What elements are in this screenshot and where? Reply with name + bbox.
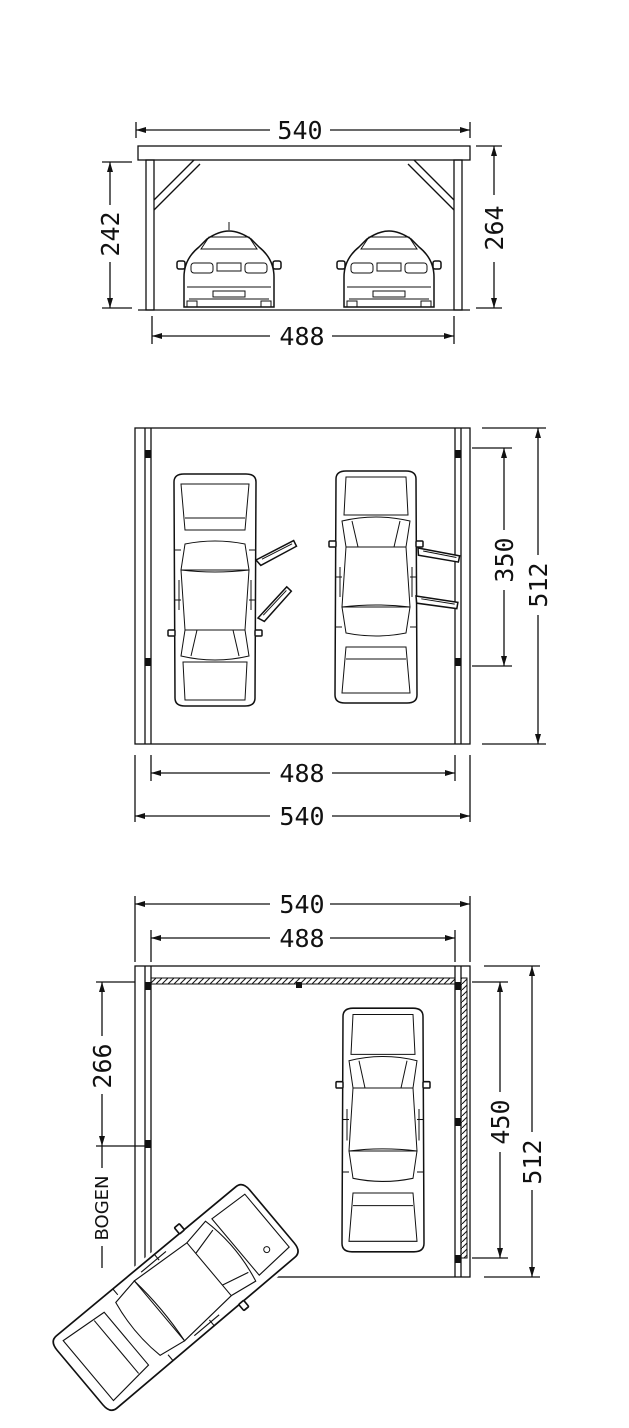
plan2-width-inner-dimension: 488 xyxy=(150,924,456,962)
plan1-door-left-2 xyxy=(250,585,299,625)
front-width-inner-label: 488 xyxy=(279,322,324,351)
plan2-width-inner-label: 488 xyxy=(279,924,324,953)
plan1-car-left xyxy=(167,473,263,707)
plan1-width-inner-dimension: 488 xyxy=(150,755,456,788)
front-car-left xyxy=(176,230,282,308)
roof-beam xyxy=(137,145,471,161)
front-width-total-label: 540 xyxy=(277,116,322,145)
back-wall xyxy=(150,977,456,985)
plan1-width-inner-label: 488 xyxy=(279,759,324,788)
front-inner-width-dimension: 488 xyxy=(151,316,455,351)
plan2-depth-inner-dimension: 450 xyxy=(472,981,515,1259)
plan1-depth-total-dimension: 512 xyxy=(482,427,553,745)
plan2-width-total-label: 540 xyxy=(279,890,324,919)
plan-view-arch: 540 488 xyxy=(44,890,547,1420)
plan2-depth-inner-label: 450 xyxy=(486,1099,515,1144)
front-total-width-dimension: 540 xyxy=(135,116,471,145)
front-view: 540 242 xyxy=(96,116,509,351)
front-height-left-label: 242 xyxy=(96,211,125,256)
plan-view-doors: 350 512 488 xyxy=(134,427,553,831)
plan2-left-segment-label: 266 xyxy=(88,1043,117,1088)
front-height-right-dimension: 264 xyxy=(476,145,509,309)
plan1-width-total-dimension: 540 xyxy=(134,755,471,831)
plan2-car-entering xyxy=(44,1174,308,1420)
front-car-right xyxy=(336,230,442,308)
plan2-outline xyxy=(134,965,471,1278)
plan2-car-right xyxy=(335,1007,431,1253)
plan1-width-total-label: 540 xyxy=(279,802,324,831)
plan1-outline xyxy=(134,427,471,745)
side-wall xyxy=(460,977,468,1259)
plan1-door-left-1 xyxy=(253,539,300,567)
plan1-door-right-2 xyxy=(412,582,461,622)
post-left xyxy=(145,159,155,311)
plan2-depth-total-dimension: 512 xyxy=(484,965,547,1278)
plan2-depth-total-label: 512 xyxy=(518,1139,547,1184)
plan1-depth-total-label: 512 xyxy=(524,562,553,607)
post-right xyxy=(453,159,463,311)
front-height-right-label: 264 xyxy=(480,205,509,250)
plan2-left-segment-dimension: 266 BOGEN xyxy=(88,981,145,1268)
plan1-depth-inner-label: 350 xyxy=(490,537,519,582)
plan2-width-total-dimension: 540 xyxy=(134,890,471,962)
plan1-depth-inner-dimension: 350 xyxy=(472,447,519,667)
plan1-car-right xyxy=(328,470,424,704)
front-height-left-dimension: 242 xyxy=(96,161,132,309)
arch-label: BOGEN xyxy=(92,1176,113,1241)
